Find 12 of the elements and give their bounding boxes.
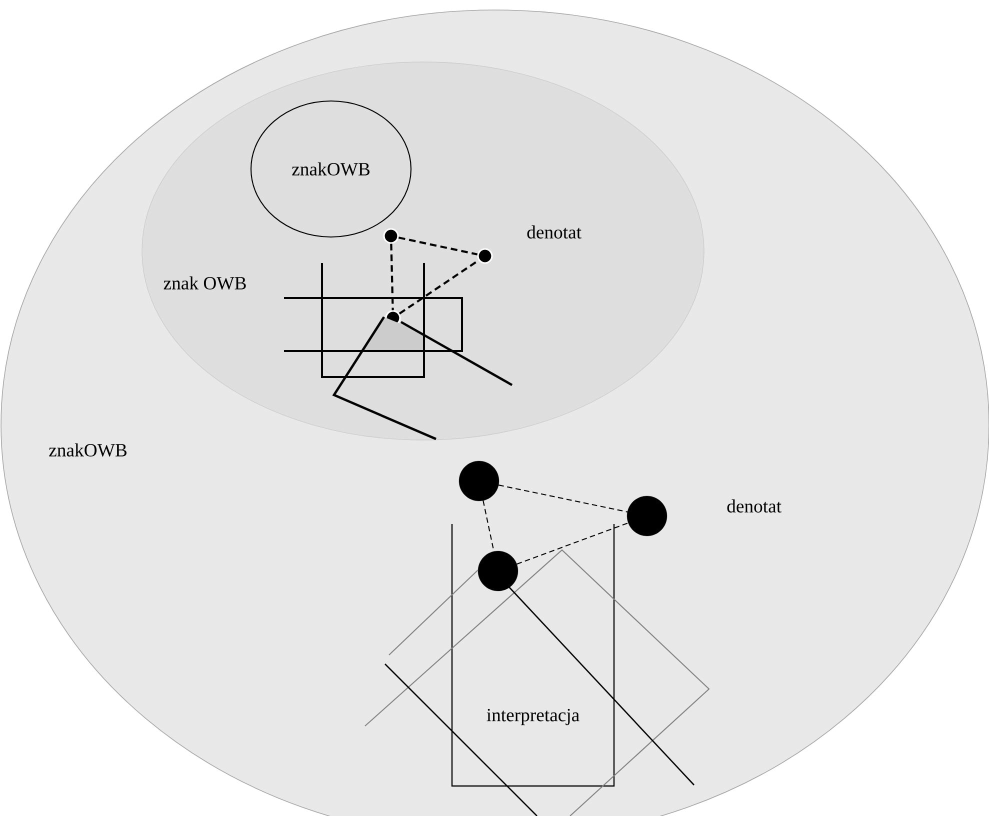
node-caption: denotat bbox=[527, 225, 582, 239]
node-caption: denotat bbox=[727, 499, 782, 513]
dot bbox=[458, 460, 500, 502]
dot bbox=[626, 496, 668, 536]
dashed-line bbox=[390, 244, 394, 310]
dashed-line bbox=[498, 484, 628, 512]
dashed-line bbox=[398, 236, 478, 256]
dashed-line bbox=[516, 522, 628, 565]
dot bbox=[478, 550, 518, 592]
dot bbox=[383, 228, 399, 244]
dot bbox=[477, 248, 493, 264]
open-box: interpretacja bbox=[451, 524, 615, 787]
